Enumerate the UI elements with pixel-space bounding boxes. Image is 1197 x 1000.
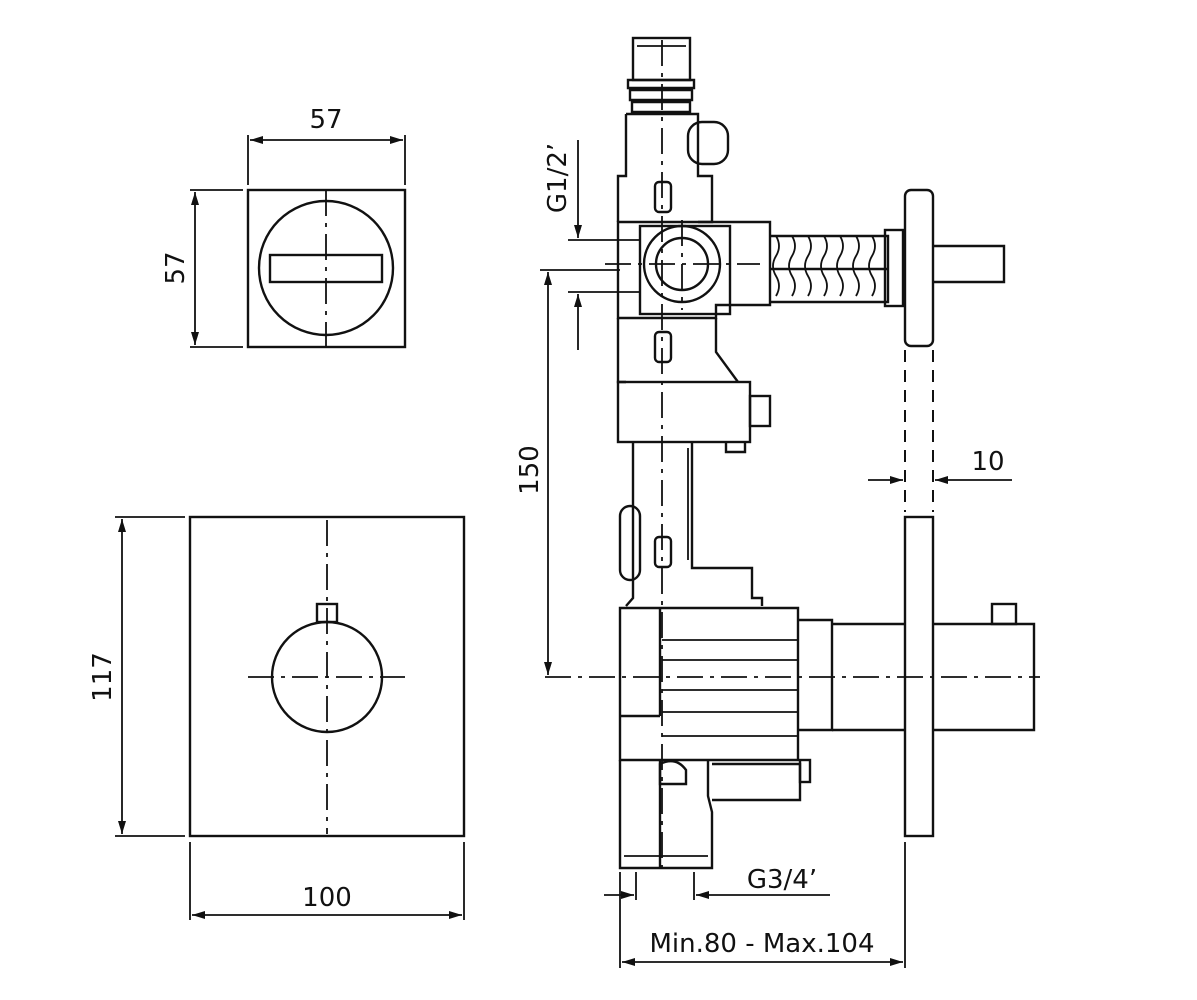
dim-plate-width: 100	[302, 883, 352, 913]
cover-plate-front-view: 117 100	[88, 515, 466, 920]
dim-axis-distance: 150	[515, 445, 545, 495]
dim-top-height: 57	[161, 251, 191, 284]
dim-thread-outlet: G3/4’	[747, 865, 817, 895]
dim-thread-inlet: G1/2’	[543, 143, 573, 213]
dim-depth-range: Min.80 - Max.104	[649, 929, 874, 959]
small-knob-view: 57 57	[161, 105, 407, 349]
dim-plate-height: 117	[88, 652, 118, 702]
valve-side-view: G1/2’ 150 10 G3/4’ Min.80 - Max.104	[515, 36, 1040, 968]
dim-plate-thickness: 10	[971, 447, 1004, 477]
dim-top-width: 57	[309, 105, 342, 135]
